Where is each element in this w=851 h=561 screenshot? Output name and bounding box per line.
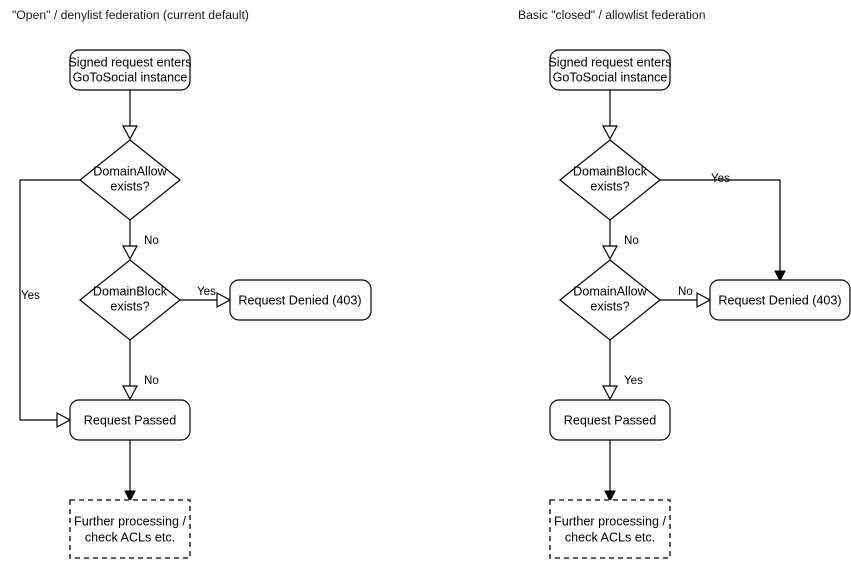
node-l-domain-block-line2: exists? <box>110 299 149 313</box>
node-l-domain-block-line1: DomainBlock <box>93 284 168 298</box>
node-r-domain-block-line2: exists? <box>590 179 629 193</box>
edge-label-r-allow-yes: Yes <box>624 374 643 387</box>
node-r-request-denied[interactable]: Request Denied (403) <box>709 279 851 321</box>
node-r-domain-block[interactable]: DomainBlock exists? <box>559 139 661 221</box>
node-r-further-processing-line2: check ACLs etc. <box>565 530 655 544</box>
edge-label-l-block-no: No <box>144 374 159 387</box>
edge-r-allow-yes-to-passed: Yes <box>601 340 643 401</box>
edge-r-block-yes-to-denied: Yes <box>660 172 786 283</box>
node-l-request-denied-shape <box>229 279 372 321</box>
node-r-request-denied-shape <box>709 279 851 321</box>
panel-title-open-denylist: "Open" / denylist federation (current de… <box>12 8 249 22</box>
edge-r-entry-to-block <box>601 90 619 141</box>
node-l-request-denied[interactable]: Request Denied (403) <box>229 279 372 321</box>
node-r-domain-allow[interactable]: DomainAllow exists? <box>559 259 661 341</box>
edge-label-l-block-yes: Yes <box>197 285 216 298</box>
node-l-entry[interactable]: Signed request enters GoToSocial instanc… <box>68 49 192 91</box>
node-l-domain-allow-line1: DomainAllow <box>93 164 167 178</box>
node-r-further-processing-line1: Further processing / <box>554 514 666 528</box>
edge-l-entry-to-allow <box>121 90 139 141</box>
node-r-domain-block-line1: DomainBlock <box>573 164 648 178</box>
edge-r-allow-no-to-denied: No <box>660 285 712 309</box>
node-r-entry[interactable]: Signed request enters GoToSocial instanc… <box>548 49 672 91</box>
node-l-request-passed-label: Request Passed <box>84 413 176 427</box>
edge-r-block-no-to-allow: No <box>601 220 639 261</box>
node-r-request-passed[interactable]: Request Passed <box>549 399 671 441</box>
node-l-entry-line1: Signed request enters <box>68 55 191 69</box>
node-r-entry-line1: Signed request enters <box>548 55 671 69</box>
node-l-domain-allow-line2: exists? <box>110 179 149 193</box>
node-r-domain-allow-line1: DomainAllow <box>573 284 647 298</box>
panel-title-closed-allowlist: Basic "closed" / allowlist federation <box>518 8 706 22</box>
node-l-further-processing-line1: Further processing / <box>74 514 186 528</box>
node-l-request-passed[interactable]: Request Passed <box>69 399 191 441</box>
node-r-further-processing[interactable]: Further processing / check ACLs etc. <box>549 499 671 559</box>
node-l-further-processing[interactable]: Further processing / check ACLs etc. <box>69 499 191 559</box>
node-r-request-denied-label: Request Denied (403) <box>718 293 841 307</box>
edge-l-allow-yes-to-passed: Yes <box>19 179 80 429</box>
edge-l-allow-no-to-block: No <box>121 220 159 261</box>
edge-r-passed-to-further <box>604 440 616 503</box>
node-l-further-processing-line2: check ACLs etc. <box>85 530 175 544</box>
node-l-domain-allow[interactable]: DomainAllow exists? <box>79 139 181 221</box>
node-r-entry-shape <box>549 49 671 91</box>
node-l-entry-shape <box>69 49 191 91</box>
edge-label-r-block-yes: Yes <box>711 172 730 185</box>
node-l-domain-block[interactable]: DomainBlock exists? <box>79 259 181 341</box>
node-l-entry-line2: GoToSocial instance <box>73 70 188 84</box>
edge-label-l-allow-yes: Yes <box>21 289 40 302</box>
node-r-entry-line2: GoToSocial instance <box>553 70 668 84</box>
node-r-domain-allow-line2: exists? <box>590 299 629 313</box>
edge-l-block-no-to-passed: No <box>121 340 159 401</box>
edge-l-block-yes-to-denied: Yes <box>180 285 232 309</box>
edge-label-l-allow-no: No <box>144 234 159 247</box>
edge-label-r-block-no: No <box>624 234 639 247</box>
edge-label-r-allow-no: No <box>678 285 693 298</box>
node-l-request-denied-label: Request Denied (403) <box>238 293 361 307</box>
edge-l-passed-to-further <box>124 440 136 503</box>
node-r-request-passed-label: Request Passed <box>564 413 656 427</box>
node-r-further-processing-shape <box>549 499 671 559</box>
node-l-further-processing-shape <box>69 499 191 559</box>
